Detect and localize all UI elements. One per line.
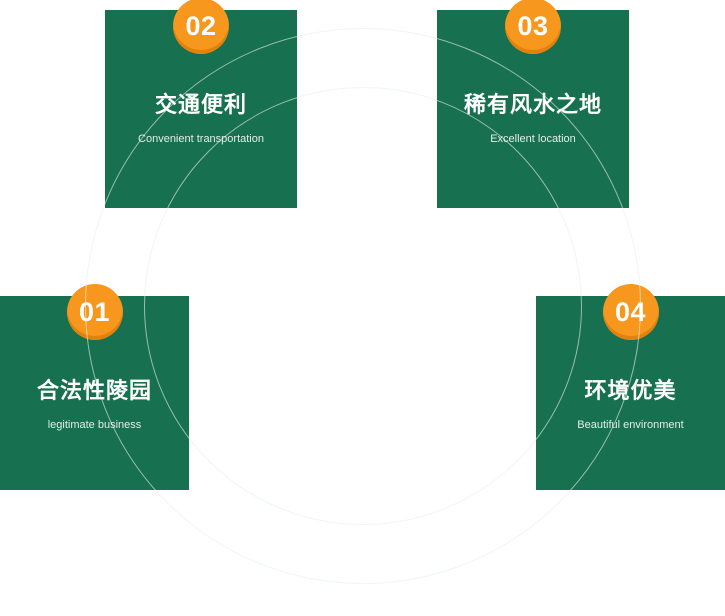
card-subtitle: Beautiful environment <box>577 419 684 431</box>
feature-card-transportation: 02 交通便利 Convenient transportation <box>105 0 297 208</box>
number-badge: 02 <box>173 0 229 54</box>
badge-number: 01 <box>78 296 111 327</box>
badge-number: 03 <box>517 10 549 41</box>
card-subtitle: legitimate business <box>47 419 142 431</box>
number-badge: 03 <box>505 0 561 54</box>
number-badge: 04 <box>602 284 659 340</box>
feature-card-environment: 04 环境优美 Beautiful environment <box>536 284 725 490</box>
feature-card-location: 03 稀有风水之地 Excellent location <box>437 0 629 208</box>
badge-number: 02 <box>185 10 217 41</box>
card-title: 稀有风水之地 <box>463 92 602 117</box>
card-title: 环境优美 <box>584 378 677 403</box>
feature-card-legitimate: 01 合法性陵园 legitimate business <box>0 284 189 490</box>
card-subtitle: Excellent location <box>490 133 576 145</box>
number-badge: 01 <box>66 284 123 340</box>
badge-number: 04 <box>614 296 647 327</box>
card-title: 合法性陵园 <box>36 378 152 403</box>
card-title: 交通便利 <box>154 92 247 117</box>
card-subtitle: Convenient transportation <box>138 133 264 145</box>
